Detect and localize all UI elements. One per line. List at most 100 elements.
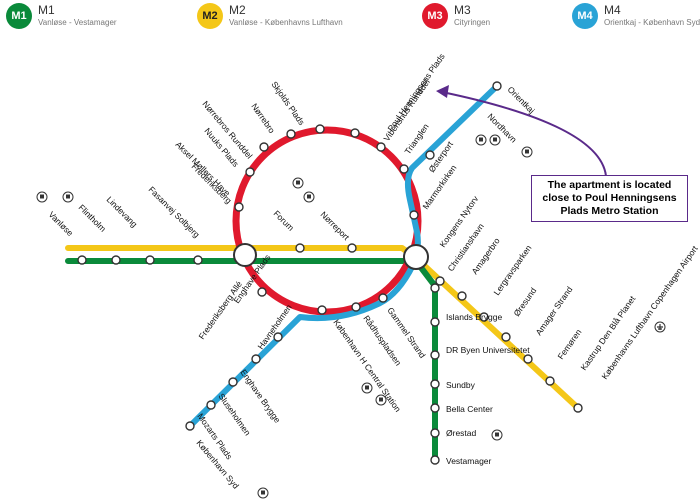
station-dot[interactable]	[435, 276, 445, 286]
station-dot[interactable]	[430, 455, 440, 465]
line-description: Cityringen	[454, 18, 491, 27]
station-dot[interactable]	[245, 167, 255, 177]
station-dot[interactable]	[501, 332, 511, 342]
station-label: DR Byen Universitetet	[446, 345, 530, 355]
train-icon	[361, 382, 373, 394]
station-dot[interactable]	[430, 428, 440, 438]
interchange-frederiksberg[interactable]	[233, 243, 257, 267]
station-label: Sluseholmen	[216, 391, 253, 437]
station-dot[interactable]	[193, 255, 203, 265]
station-label: Vanløse	[47, 209, 76, 238]
station-dot[interactable]	[573, 403, 583, 413]
interchange-kongens-nytorv[interactable]	[403, 244, 429, 270]
station-dot[interactable]	[347, 243, 357, 253]
train-icon	[489, 134, 501, 146]
train-icon	[62, 191, 74, 203]
station-label: Bella Center	[446, 404, 493, 414]
station-label: Fasanvej Solbjerg	[147, 184, 202, 239]
station-dot[interactable]	[430, 317, 440, 327]
station-dot[interactable]	[257, 287, 267, 297]
station-dot[interactable]	[206, 400, 216, 410]
station-dot[interactable]	[315, 124, 325, 134]
station-dot[interactable]	[273, 332, 283, 342]
station-dot[interactable]	[376, 142, 386, 152]
station-label: Nørrebro	[249, 101, 277, 135]
station-dot[interactable]	[430, 379, 440, 389]
station-dot[interactable]	[523, 354, 533, 364]
station-dot[interactable]	[545, 376, 555, 386]
station-dot[interactable]	[295, 243, 305, 253]
callout-line: The apartment is located	[547, 179, 672, 191]
station-label: Islands Brygge	[446, 312, 502, 322]
station-labels: Vibenshus Runddel Skjolds Plads Nørrebro…	[47, 52, 700, 491]
station-dot[interactable]	[430, 283, 440, 293]
station-label: Skjolds Plads	[269, 79, 306, 127]
line-code: M1	[38, 3, 55, 17]
train-icon	[521, 146, 533, 158]
station-label: Orientkaj	[506, 84, 537, 115]
station-label: Øresund	[511, 285, 538, 318]
station-dot[interactable]	[145, 255, 155, 265]
callout-arrowhead	[436, 85, 449, 98]
line-legend: M1 M1 Vanløse - Vestamager M2 M2 Vanløse…	[0, 0, 700, 40]
line-badge-m2: M2	[197, 3, 223, 29]
airplane-icon	[654, 321, 666, 333]
station-dot[interactable]	[111, 255, 121, 265]
station-label: Sundby	[446, 380, 476, 390]
station-label: Nørreport	[319, 209, 352, 242]
station-dot[interactable]	[399, 164, 409, 174]
callout-line: close to Poul Henningsens	[542, 192, 677, 204]
train-icon	[375, 394, 387, 406]
station-label: Flintholm	[77, 202, 108, 233]
line-m2	[65, 245, 581, 411]
station-label: Femøren	[555, 327, 583, 361]
station-label: Poul Henningsens Plads	[385, 52, 446, 134]
line-description: Vanløse - Københavns Lufthavn	[229, 18, 343, 27]
station-dots	[77, 81, 583, 465]
station-label: Københavns Lufthavn Copenhagen Airport	[599, 243, 700, 381]
callout-arrow	[441, 91, 607, 177]
station-dot[interactable]	[425, 150, 435, 160]
train-icon	[257, 487, 269, 499]
station-dot[interactable]	[317, 305, 327, 315]
station-dot[interactable]	[228, 377, 238, 387]
station-dot[interactable]	[430, 350, 440, 360]
station-dot[interactable]	[492, 81, 502, 91]
station-label: Enghave Brygge	[238, 367, 282, 424]
line-badge-m3: M3	[422, 3, 448, 29]
line-code: M4	[604, 3, 621, 17]
station-dot[interactable]	[351, 302, 361, 312]
line-m3	[232, 126, 422, 316]
line-description: Orientkaj - København Syd	[604, 18, 700, 27]
train-icon	[36, 191, 48, 203]
station-dot[interactable]	[457, 291, 467, 301]
train-icon	[491, 429, 503, 441]
station-dot[interactable]	[77, 255, 87, 265]
lines	[65, 83, 581, 463]
callout-line: Plads Metro Station	[560, 205, 659, 217]
station-label: Lindevang	[105, 194, 140, 229]
line-badge-m4: M4	[572, 3, 598, 29]
station-dot[interactable]	[259, 142, 269, 152]
station-dot[interactable]	[185, 421, 195, 431]
station-label: København H Central Station	[331, 317, 403, 414]
station-dot[interactable]	[251, 354, 261, 364]
station-dot[interactable]	[409, 210, 419, 220]
station-dot[interactable]	[350, 128, 360, 138]
station-dot[interactable]	[378, 293, 388, 303]
station-dot[interactable]	[286, 129, 296, 139]
station-label: Vestamager	[446, 456, 492, 466]
train-icon	[475, 134, 487, 146]
apartment-callout: The apartment is located close to Poul H…	[531, 175, 688, 222]
station-label: Frederiksberg	[190, 161, 234, 205]
line-code: M2	[229, 3, 246, 17]
station-dot[interactable]	[479, 312, 489, 322]
station-dot[interactable]	[234, 202, 244, 212]
station-label: Ørestad	[446, 428, 477, 438]
station-dot[interactable]	[430, 403, 440, 413]
icons	[36, 134, 666, 499]
station-label: Amager Strand	[533, 284, 574, 337]
line-badge-m1: M1	[6, 3, 32, 29]
line-description: Vanløse - Vestamager	[38, 18, 117, 27]
